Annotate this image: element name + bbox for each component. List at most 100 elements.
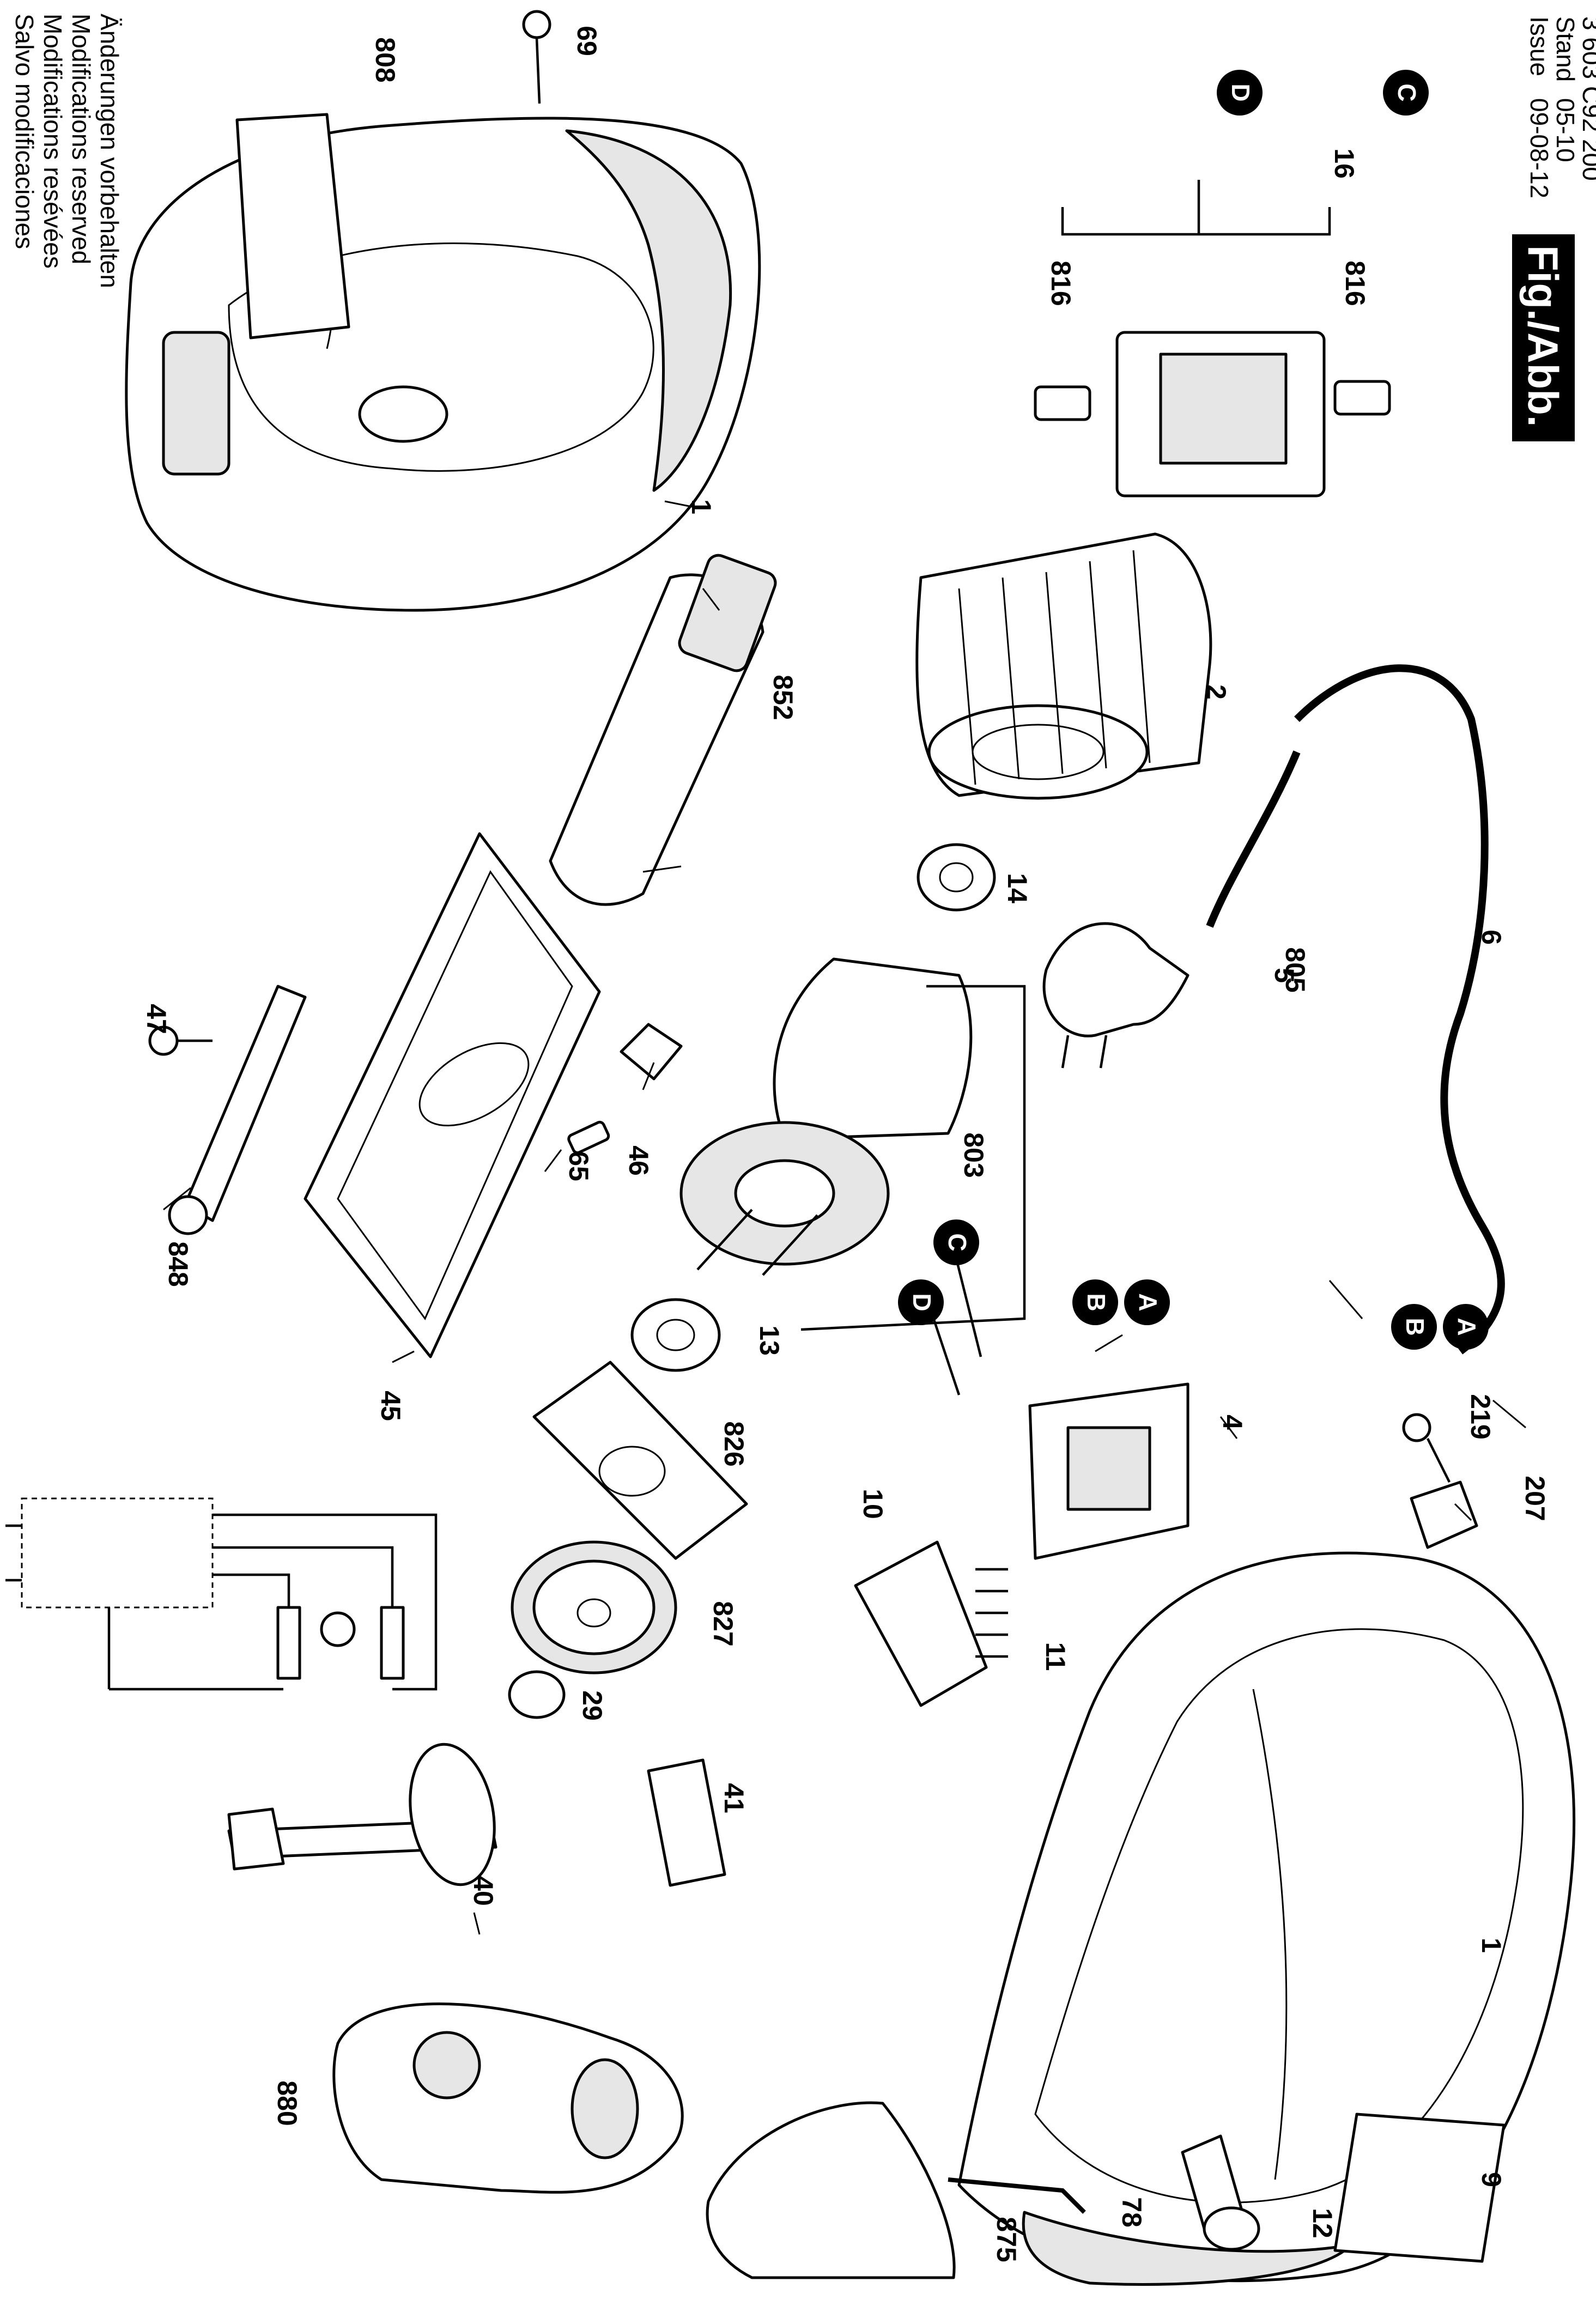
spring-11 (975, 1568, 1008, 1658)
part-65 (567, 1120, 610, 1154)
guide-41 (647, 1758, 726, 1887)
clamp-207 (1410, 1480, 1478, 1549)
bearing-13 (630, 1298, 721, 1372)
connector-letter: C (943, 1233, 972, 1251)
stand-value: 05-10 (1551, 98, 1580, 162)
note-line: Änderungen vorbehalten (95, 14, 124, 288)
gear-part-852 (549, 554, 777, 906)
part-label: 852 (768, 675, 798, 720)
part-label: 803 (958, 1132, 989, 1178)
screw-69 (522, 10, 551, 104)
connector-letter: B (1401, 1318, 1429, 1336)
part-label: 880 (272, 2080, 302, 2126)
header-block: 3 603 C92 200 Stand 05-10 Issue 09-08-12 (1525, 16, 1596, 198)
label-9 (1333, 2113, 1506, 2263)
armature-803 (679, 957, 1026, 1331)
leader-lines (163, 500, 1526, 1935)
figure-label: Fig./Abb. 1 (1519, 245, 1567, 463)
guard-875 (706, 2101, 956, 2279)
note-line: Modifications reserved (67, 14, 95, 264)
part-label: 2 (1201, 684, 1231, 700)
nut-46 (620, 1023, 683, 1081)
note-line: Salvo modificaciones (10, 14, 39, 249)
stand-label: Stand (1551, 16, 1580, 82)
plunger-40 (227, 1743, 497, 1886)
connector-badges: A B C D A B C D (898, 70, 1489, 1350)
connector-letter: A (1453, 1318, 1481, 1336)
base-plate-45 (304, 832, 601, 1358)
part-label: 805 (1280, 947, 1310, 992)
part-label: 875 (991, 2217, 1022, 2262)
housing-shell-right (957, 1551, 1576, 2286)
note-line: Modifications resévées (39, 14, 67, 269)
housing-shell-left (125, 117, 761, 612)
part-label: 40 (468, 1876, 499, 1906)
connector-letter: D (908, 1293, 936, 1311)
connector-badge: D (898, 1279, 944, 1325)
part-label: 12 (1307, 2208, 1338, 2238)
part-label: 16 (1329, 148, 1360, 179)
part-label: 6 (1476, 930, 1507, 945)
part-label: 46 (623, 1145, 654, 1176)
part-label: 65 (563, 1151, 594, 1181)
connector-badge: C (933, 1219, 979, 1265)
part-label: 14 (1002, 873, 1033, 903)
knob-12 (1181, 2134, 1260, 2251)
hex-key-78 (948, 2177, 1086, 2214)
part-label: 45 (375, 1391, 406, 1421)
connector-letter: B (1082, 1293, 1110, 1311)
part-label: 808 (370, 37, 400, 82)
part-label: 29 (577, 1690, 608, 1721)
cover-880 (332, 2002, 684, 2194)
screw-219 (1402, 1413, 1451, 1483)
part-labels: 1124569101112131416294041454647656978207… (141, 26, 1550, 2262)
wiring-schematic (5, 1497, 438, 1691)
connector-badge: C (1383, 70, 1429, 116)
connector-badge: D (1217, 70, 1263, 116)
bearing-14 (917, 843, 996, 912)
connector-letter: D (1227, 83, 1255, 101)
gear-827 (511, 1540, 677, 1674)
part-label: 10 (858, 1489, 888, 1519)
part-label: 13 (754, 1325, 785, 1356)
connector-letter: A (1134, 1293, 1162, 1311)
connector-badge: A (1443, 1304, 1489, 1350)
bearing-29 (508, 1670, 566, 1719)
issue-value: 09-08-12 (1525, 98, 1553, 198)
motor-field-2 (915, 532, 1212, 800)
connector-badge: B (1391, 1304, 1437, 1350)
part-label: 9 (1476, 2172, 1507, 2187)
part-label: 47 (141, 1004, 172, 1034)
power-cable-6 (1042, 664, 1505, 1355)
brush-holder-16 (1034, 180, 1391, 497)
part-label: 826 (719, 1421, 749, 1466)
notes-block: Änderungen vorbehalten Modifications res… (10, 14, 124, 288)
plate-826 (532, 1361, 748, 1560)
part-label: 78 (1116, 2197, 1147, 2228)
part-label: 5 (1269, 968, 1300, 983)
clamp-lever-848 (148, 985, 307, 1235)
part-label: 4 (1217, 1415, 1248, 1430)
part-label: 207 (1520, 1476, 1550, 1521)
doc-number: 3 603 C92 200 (1577, 16, 1596, 181)
label-plate-808 (235, 113, 350, 339)
part-label: 41 (719, 1783, 749, 1813)
part-label: 816 (1340, 260, 1370, 306)
part-label: 1 (1476, 1938, 1507, 1953)
part-label: 69 (572, 26, 602, 56)
part-label: 827 (708, 1601, 738, 1646)
issue-label: Issue (1525, 16, 1553, 76)
actuator-10 (854, 1540, 988, 1707)
switch-4 (1028, 1382, 1190, 1560)
part-label: 848 (163, 1241, 193, 1286)
connector-letter: C (1393, 83, 1421, 101)
connector-badge: B (1072, 1279, 1118, 1325)
figure-tab: Fig./Abb. 1 (1512, 234, 1575, 463)
part-label: 816 (1046, 260, 1076, 306)
connector-badge: A (1124, 1279, 1170, 1325)
part-label: 1 (686, 499, 717, 514)
part-label: 219 (1465, 1394, 1496, 1439)
part-label: 11 (1040, 1642, 1071, 1671)
